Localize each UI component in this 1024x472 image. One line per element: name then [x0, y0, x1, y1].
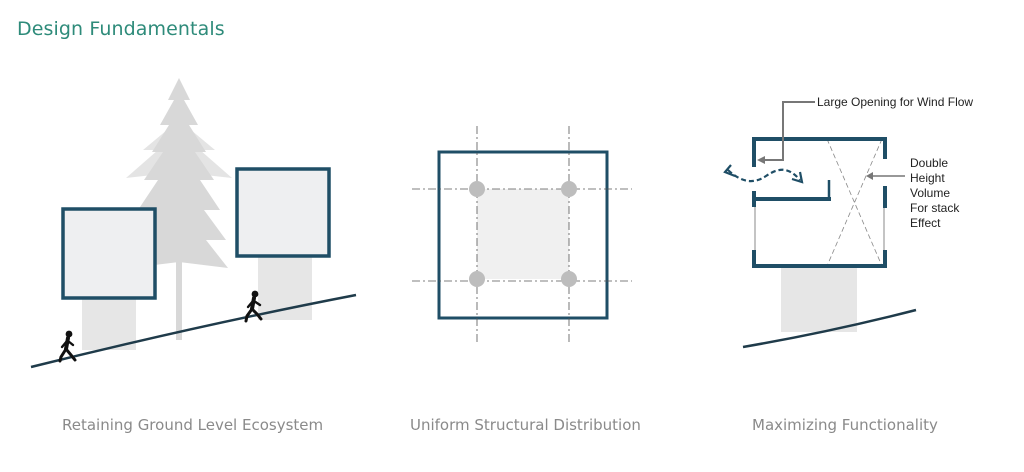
panel-structure [412, 126, 632, 344]
floor-plan-frame [437, 150, 609, 320]
wind-arrow-icon [723, 164, 804, 184]
ground-slope-right [742, 308, 917, 349]
column-icon [469, 271, 485, 287]
page-title: Design Fundamentals [17, 18, 225, 40]
panel-functionality: Large Opening for Wind Flow Double Heigh… [723, 95, 973, 349]
leader-arrowhead [757, 156, 765, 164]
column-icon [561, 271, 577, 287]
caption-structure: Uniform Structural Distribution [410, 416, 641, 434]
pedestal-section [781, 268, 857, 332]
stack-label-line-5: Effect [910, 216, 941, 230]
caption-functionality: Maximizing Functionality [752, 416, 938, 434]
grid-lines [412, 126, 632, 344]
walking-person-icon [58, 330, 77, 363]
column-icon [469, 181, 485, 197]
stack-label-line-2: Height [910, 171, 945, 185]
wind-leader [763, 101, 815, 161]
column-icon [561, 181, 577, 197]
walking-person-icon [244, 290, 263, 323]
section-frame [752, 137, 887, 268]
ground-slope-left [30, 293, 357, 369]
wind-opening-label: Large Opening for Wind Flow [817, 95, 973, 109]
stack-label-line-4: For stack [910, 201, 960, 215]
pedestal-left [82, 298, 136, 350]
module-box-left [61, 207, 157, 300]
stack-label-line-1: Double [910, 156, 948, 170]
leader-arrowhead [866, 172, 873, 180]
shaded-core [477, 189, 569, 279]
panel-ecosystem [30, 78, 357, 369]
stack-label-line-3: Volume [910, 186, 950, 200]
stack-volume-cross [826, 138, 883, 267]
caption-ecosystem: Retaining Ground Level Ecosystem [62, 416, 324, 434]
module-box-right [235, 167, 331, 258]
